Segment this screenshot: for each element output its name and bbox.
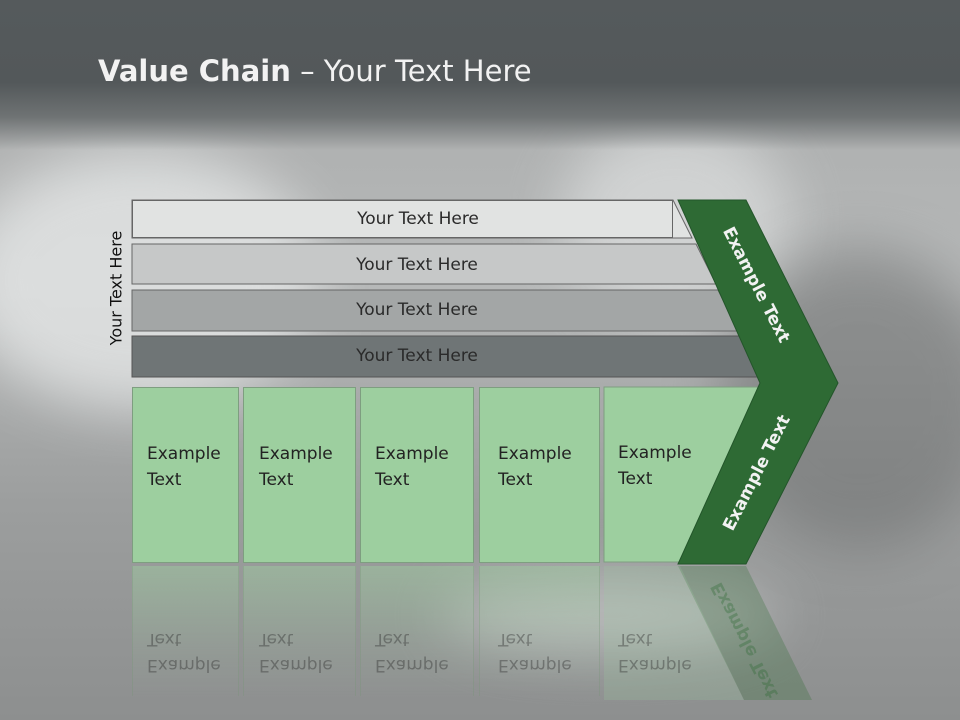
- chevron-shape: [677, 199, 839, 565]
- bar-4: Your Text Here: [132, 338, 742, 376]
- background-streak: [440, 580, 780, 650]
- title-rest: – Your Text Here: [290, 54, 532, 88]
- bar-1: Your Text Here: [132, 200, 673, 238]
- bar-1-label: Your Text Here: [357, 209, 479, 229]
- bar-2-label: Your Text Here: [356, 255, 478, 275]
- bar-4-label: Your Text Here: [356, 346, 478, 366]
- bar-3: Your Text Here: [132, 292, 718, 330]
- chevron-reflection: [678, 566, 812, 700]
- title-bold: Value Chain: [98, 54, 291, 88]
- bar-3-label: Your Text Here: [356, 300, 478, 320]
- header-bar: [0, 0, 960, 150]
- page-title: Value Chain – Your Text Here: [98, 54, 532, 88]
- cell-5-reflection: [604, 566, 744, 700]
- bar-2: Your Text Here: [132, 246, 696, 284]
